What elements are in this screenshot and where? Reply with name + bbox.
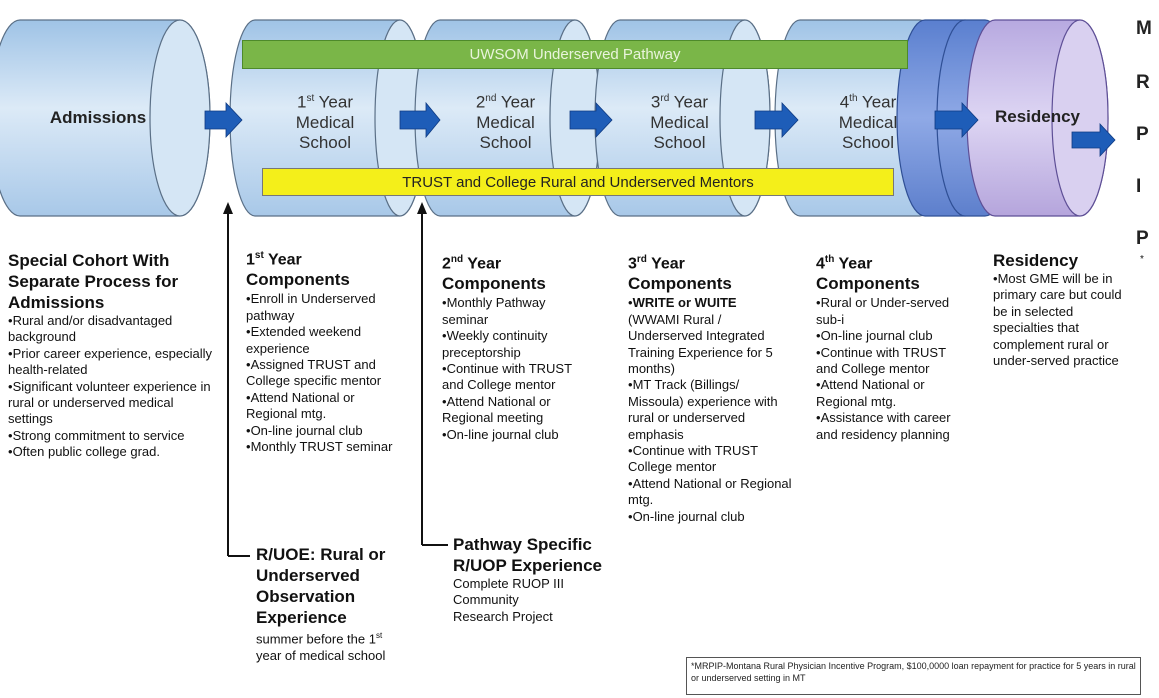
- list-item: On-line journal club: [246, 423, 406, 439]
- connector-arrowheads: [223, 202, 427, 214]
- arrow-y1-y2: [399, 101, 441, 139]
- ruop-subtitle: Complete RUOP III Community Research Pro…: [453, 576, 565, 624]
- y2-list: Monthly Pathway seminar Weekly continuit…: [442, 295, 592, 443]
- y1-column: 1st Year Components Enroll in Underserve…: [246, 246, 406, 455]
- list-item: Extended weekend experience: [246, 324, 406, 357]
- side-asterisk: *: [1140, 254, 1144, 265]
- arrow-y3-y4: [754, 101, 799, 139]
- y3-list: WRITE or WUITE(WWAMI Rural / Underserved…: [628, 295, 798, 525]
- residency-column: Residency Most GME will be in primary ca…: [993, 250, 1133, 369]
- y4-heading: 4th Year Components: [816, 254, 920, 294]
- list-item: WRITE or WUITE(WWAMI Rural / Underserved…: [628, 295, 798, 377]
- y3-column: 3rd Year Components WRITE or WUITE(WWAMI…: [628, 250, 798, 525]
- list-item: Continue with TRUST and College mentor: [816, 345, 966, 378]
- list-item: Monthly TRUST seminar: [246, 439, 406, 455]
- residency-label: Residency: [994, 107, 1081, 126]
- list-item: Assistance with career and residency pla…: [816, 410, 966, 443]
- list-item: On-line journal club: [628, 509, 798, 525]
- year1-cylinder: [229, 19, 426, 217]
- list-item: Attend National or Regional meeting: [442, 394, 592, 427]
- list-item: Strong commitment to service: [8, 428, 218, 444]
- side-letter-i: I: [1136, 176, 1142, 197]
- ruoe-block: R/UOE: Rural or Underserved Observation …: [256, 544, 426, 664]
- y2-heading: 2nd Year Components: [442, 254, 546, 294]
- arrow-residency-out: [1071, 122, 1116, 158]
- y1-heading: 1st Year Components: [246, 250, 350, 290]
- side-letter-p2: P: [1136, 228, 1149, 249]
- residency-list: Most GME will be in primary care but cou…: [993, 271, 1133, 369]
- mentors-banner-label: TRUST and College Rural and Underserved …: [402, 173, 754, 191]
- cohort-heading: Special Cohort With Separate Process for…: [8, 251, 179, 312]
- y1-list: Enroll in Underserved pathway Extended w…: [246, 291, 406, 455]
- list-item: Often public college grad.: [8, 444, 218, 460]
- list-item: Enroll in Underserved pathway: [246, 291, 406, 324]
- residency-cylinder: [966, 19, 1109, 217]
- year3-cylinder: [594, 19, 771, 217]
- list-item: Attend National or Regional mtg.: [816, 377, 966, 410]
- list-item: Continue with TRUST and College mentor: [442, 361, 592, 394]
- ruop-block: Pathway Specific R/UOP Experience Comple…: [453, 534, 633, 625]
- cohort-column: Special Cohort With Separate Process for…: [8, 250, 218, 461]
- side-letter-r: R: [1136, 72, 1150, 93]
- list-item: Continue with TRUST College mentor: [628, 443, 798, 476]
- list-item: Prior career experience, especially heal…: [8, 346, 218, 379]
- list-item: On-line journal club: [816, 328, 966, 344]
- arrow-y2-y3: [569, 101, 613, 139]
- flow-arrows: [204, 101, 1116, 158]
- pathway-banner: UWSOM Underserved Pathway: [242, 40, 908, 69]
- cohort-list: Rural and/or disadvantaged background Pr…: [8, 313, 218, 461]
- list-item: Rural or Under-served sub-i: [816, 295, 966, 328]
- list-item: Monthly Pathway seminar: [442, 295, 592, 328]
- list-item: Weekly continuity preceptorship: [442, 328, 592, 361]
- y2-column: 2nd Year Components Monthly Pathway semi…: [442, 250, 592, 443]
- admissions-cylinder: [0, 19, 211, 217]
- residency-heading: Residency: [993, 251, 1079, 270]
- list-item: Attend National or Regional mtg.: [246, 390, 406, 423]
- y3-heading: 3rd Year Components: [628, 254, 732, 294]
- connector-lines: [227, 210, 448, 557]
- list-item: Assigned TRUST and College specific ment…: [246, 357, 406, 390]
- arrow-admissions-y1: [204, 101, 243, 139]
- list-item: On-line journal club: [442, 427, 592, 443]
- list-item: Attend National or Regional mtg.: [628, 476, 798, 509]
- mentors-banner: TRUST and College Rural and Underserved …: [262, 168, 894, 196]
- footnote-box: *MRPIP-Montana Rural Physician Incentive…: [686, 657, 1141, 695]
- pathway-banner-label: UWSOM Underserved Pathway: [469, 46, 681, 63]
- y4-column: 4th Year Components Rural or Under-serve…: [816, 250, 966, 443]
- side-letter-p: P: [1136, 124, 1149, 145]
- arrow-y4-res: [934, 101, 979, 139]
- list-item: MT Track (Billings/ Missoula) experience…: [628, 377, 798, 443]
- side-letter-m: M: [1136, 18, 1152, 39]
- admissions-label: Admissions: [49, 108, 147, 127]
- list-item: Most GME will be in primary care but cou…: [993, 271, 1133, 369]
- list-item: Significant volunteer experience in rura…: [8, 379, 218, 428]
- y4-list: Rural or Under-served sub-i On-line jour…: [816, 295, 966, 443]
- list-item: Rural and/or disadvantaged background: [8, 313, 218, 346]
- ruoe-title: R/UOE: Rural or Underserved Observation …: [256, 545, 386, 627]
- ruop-title: Pathway Specific R/UOP Experience: [453, 535, 602, 575]
